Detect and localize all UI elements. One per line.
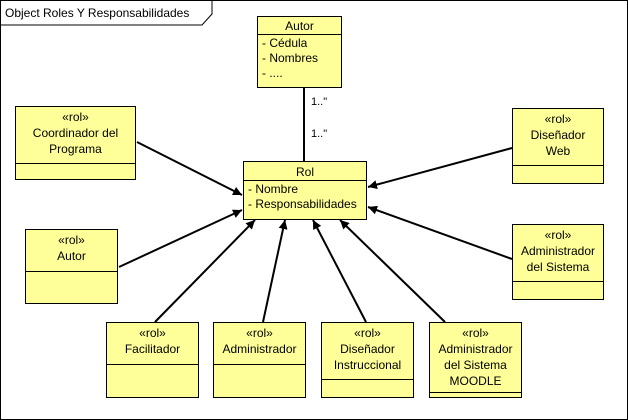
class-disenador-web[interactable]: «rol» Diseñador Web bbox=[512, 108, 604, 184]
class-autor-rol[interactable]: «rol» Autor bbox=[25, 229, 118, 304]
frame-title: Object Roles Y Responsabilidades bbox=[5, 6, 190, 20]
class-name-line: del Sistema bbox=[444, 358, 507, 372]
stereotype-label: «rol» bbox=[139, 326, 166, 340]
stereotype-label: «rol» bbox=[462, 326, 489, 340]
class-name-line: MOODLE bbox=[449, 374, 502, 388]
class-facilitador[interactable]: «rol» Facilitador bbox=[106, 322, 199, 398]
class-rol[interactable]: Rol - Nombre - Responsabilidades bbox=[243, 161, 367, 220]
class-name-line: Instruccional bbox=[333, 358, 402, 372]
class-name-line: Administrador bbox=[520, 244, 596, 258]
stereotype-label: «rol» bbox=[544, 112, 572, 126]
class-disenador-instruccional[interactable]: «rol» Diseñador Instruccional bbox=[321, 322, 414, 398]
class-name: Autor bbox=[285, 19, 314, 33]
generalization-coordinador bbox=[136, 141, 243, 196]
stereotype-label: «rol» bbox=[246, 326, 273, 340]
class-name-line: Coordinador del bbox=[32, 126, 119, 140]
attribute-nombres: - Nombres bbox=[262, 51, 319, 65]
generalization-autor-rol bbox=[118, 209, 243, 268]
class-name-line: del Sistema bbox=[526, 260, 590, 274]
stereotype-label: «rol» bbox=[58, 233, 85, 247]
generalization-admin-moodle bbox=[339, 219, 446, 323]
class-autor[interactable]: Autor - Cédula - Nombres - .... bbox=[257, 16, 342, 88]
class-name: Rol bbox=[295, 165, 314, 179]
stereotype-label: «rol» bbox=[544, 228, 572, 242]
class-name-line: Diseñador bbox=[340, 342, 395, 356]
class-name-line: Autor bbox=[57, 249, 86, 263]
multiplicity-autor-end: 1.." bbox=[311, 96, 328, 108]
generalization-administrador bbox=[262, 219, 288, 323]
generalization-facilitador bbox=[154, 219, 256, 323]
stereotype-label: «rol» bbox=[354, 326, 381, 340]
class-name-line: Web bbox=[545, 144, 571, 158]
attribute-nombre: - Nombre bbox=[248, 182, 299, 196]
class-name-line: Diseñador bbox=[530, 128, 586, 142]
class-administrador-del-sistema[interactable]: «rol» Administrador del Sistema bbox=[512, 224, 604, 300]
class-name-line: Facilitador bbox=[124, 342, 181, 356]
frame-title-tab bbox=[0, 0, 213, 26]
multiplicity-rol-end: 1.." bbox=[311, 128, 328, 140]
class-administrador[interactable]: «rol» Administrador bbox=[213, 322, 306, 398]
class-name-line: Programa bbox=[49, 142, 102, 156]
stereotype-label: «rol» bbox=[62, 110, 89, 124]
class-administrador-del-sistema-moodle[interactable]: «rol» Administrador del Sistema MOODLE bbox=[429, 322, 522, 398]
attribute-ellipsis: - .... bbox=[262, 66, 283, 80]
attribute-cedula: - Cédula bbox=[262, 36, 308, 50]
class-coordinador-del-programa[interactable]: «rol» Coordinador del Programa bbox=[15, 106, 136, 180]
generalization-disenador-instr bbox=[312, 219, 367, 323]
attribute-responsabilidades: - Responsabilidades bbox=[248, 197, 357, 211]
generalization-admin-sistema bbox=[367, 205, 513, 260]
class-name-line: Administrador bbox=[222, 342, 297, 356]
class-name-line: Administrador bbox=[438, 342, 513, 356]
generalization-disenador-web bbox=[367, 147, 513, 189]
